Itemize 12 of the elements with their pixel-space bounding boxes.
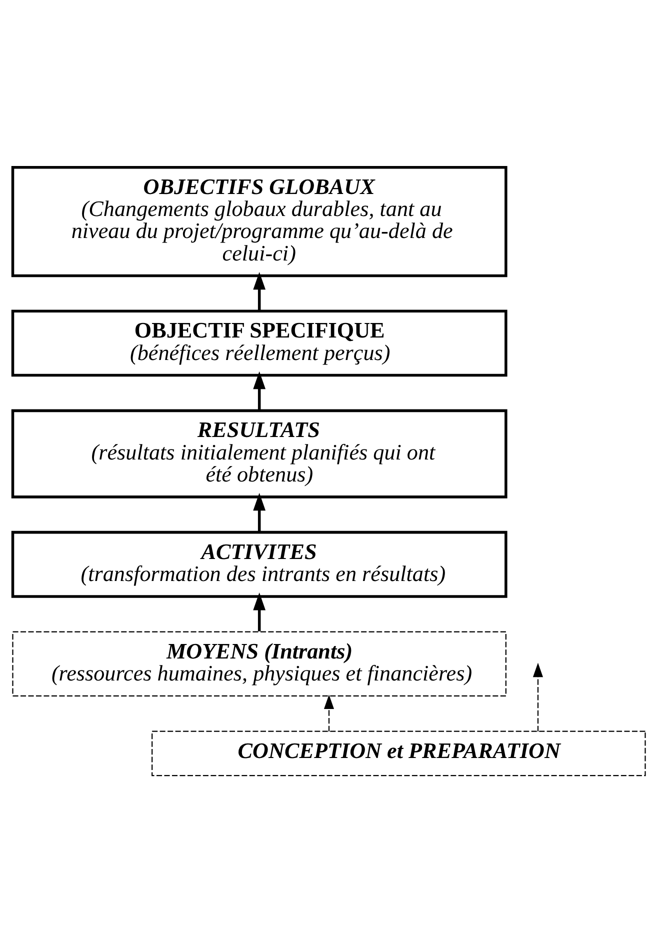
node-box: RESULTATS (résultats initialement planifiés qui ont été obtenus) <box>11 408 508 498</box>
arrow <box>253 370 266 410</box>
arrow <box>253 592 266 631</box>
node-box: MOYENS (Intrants) (ressources humaines, physiques et financières) <box>12 630 506 696</box>
arrow <box>253 271 266 310</box>
node-box: ACTIVITES (transformation des intrants en résultats) <box>11 530 508 598</box>
node-box: OBJECTIFS GLOBAUX (Changements globaux durables, tant au niveau du projet/programme qu’au-delà de celui-ci) <box>11 166 508 277</box>
node-box: CONCEPTION et PREPARATION <box>152 730 646 776</box>
arrow <box>532 662 544 731</box>
arrow <box>324 694 334 731</box>
node-box: OBJECTIF SPECIFIQUE (bénéfices réellement perçus) <box>11 309 508 376</box>
arrow <box>253 492 266 532</box>
